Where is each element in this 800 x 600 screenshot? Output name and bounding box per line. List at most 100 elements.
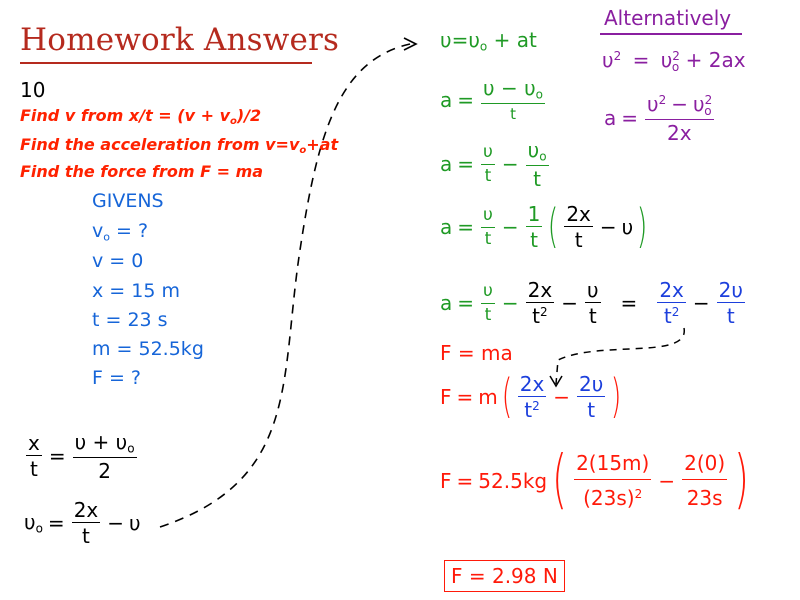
alternatively-underline [600, 33, 742, 35]
eq-text: 2x [71, 498, 101, 523]
eq-text: 2x [564, 202, 593, 227]
given-item-t: t = 23 s [92, 309, 168, 331]
eq-text: υ [24, 509, 36, 534]
eq-text: − [658, 468, 676, 493]
eq-text: υ [481, 143, 495, 165]
eq-text: + at [487, 28, 537, 52]
eq-sup: 2 [658, 93, 667, 107]
eq-text: = [456, 468, 474, 493]
eq-text: = [620, 291, 638, 316]
eq-text: = [457, 87, 475, 112]
eq-sup: 2 [671, 305, 680, 319]
eq-sub: o [704, 103, 712, 118]
given-item-x: x = 15 m [92, 280, 180, 302]
eq-text: t [532, 304, 541, 329]
eq-text: =υ [451, 28, 480, 52]
eq-sub: o [539, 149, 547, 164]
eq-text: υ [129, 511, 141, 535]
eq-text: − [553, 385, 571, 410]
eq-sub: o [535, 87, 543, 102]
equation-force-numeric: F=52.5kg ( 2(15m)(23s)2 − 2(0)23s ) [440, 443, 750, 517]
eq-text: 2 [98, 458, 111, 483]
eq-sup: 2 [540, 305, 548, 319]
eq-text: 2υ [716, 278, 745, 304]
eq-text: t [484, 228, 492, 249]
given-text: = ? [109, 220, 149, 242]
title-underline [20, 62, 312, 64]
final-answer-box: F = 2.98 N [444, 560, 565, 592]
eq-text: − [599, 215, 617, 239]
given-text: v [92, 220, 104, 242]
eq-text: t [524, 398, 533, 423]
eq-text: υ [660, 48, 673, 73]
eq-text: a [440, 152, 453, 177]
eq-text: υ [647, 92, 659, 117]
eq-text: t [510, 104, 516, 123]
eq-text: 2x [667, 120, 692, 145]
eq-text: υ [481, 282, 495, 304]
arrow-head-main [403, 37, 418, 51]
eq-sub: o [479, 39, 488, 54]
eq-text: − [107, 511, 125, 535]
eq-text: F [440, 468, 452, 493]
eq-text: 52.5kg [478, 468, 548, 493]
eq-sup: 2 [672, 49, 680, 63]
eq-text: − [561, 291, 578, 316]
instruction-sub: o [299, 145, 307, 156]
eq-text: = [457, 152, 475, 177]
eq-text: F [440, 385, 452, 410]
eq-text: a [440, 87, 453, 112]
eq-text: 2υ [577, 372, 606, 398]
eq-text: − [692, 291, 710, 316]
eq-text: υ [584, 278, 601, 304]
eq-sup: 2 [634, 487, 643, 502]
eq-text: (23s) [583, 486, 635, 511]
instruction-text: Find the force from F = ma [20, 162, 264, 181]
eq-text: υ − υ [483, 76, 536, 100]
eq-text: t [484, 304, 492, 325]
equation-accel-1: a= υ − υo t [440, 78, 547, 122]
eq-text: = [47, 511, 65, 535]
eq-text: t [484, 165, 492, 186]
eq-text: = [457, 291, 475, 316]
eq-text: υ [621, 215, 634, 239]
instruction-text: Find the acceleration from v=v [20, 135, 300, 154]
eq-text: 2x [517, 372, 547, 397]
eq-text: t [574, 228, 583, 252]
eq-text: + 2ax [679, 48, 746, 73]
eq-text: − [671, 92, 689, 117]
given-item-F: F = ? [92, 367, 142, 389]
final-answer: F = 2.98 N [444, 560, 565, 592]
eq-text: − [501, 152, 519, 177]
eq-text: 23s [686, 486, 723, 511]
eq-text: 2(15m) [574, 453, 652, 481]
eq-text: t [726, 304, 735, 329]
eq-text: x [26, 431, 42, 457]
eq-text: a [440, 215, 453, 239]
eq-text: a [604, 106, 617, 131]
eq-sub: o [671, 59, 680, 74]
given-sub: o [103, 230, 110, 244]
eq-text: t [82, 524, 90, 548]
instruction-text: +at [306, 135, 339, 154]
instruction-text: Find v from x/t = (v + v [20, 106, 230, 125]
eq-text: t [588, 304, 597, 329]
alternatively-heading: Alternatively [604, 6, 732, 30]
equation-alt-kinematic: υ2 = υ2o + 2ax [602, 50, 746, 73]
instruction-text: )/2 [236, 106, 262, 125]
given-item-m: m = 52.5kg [92, 338, 204, 360]
eq-text: t [30, 457, 38, 482]
eq-text: t [663, 304, 672, 329]
equation-kinematic: υ=υo + at [440, 30, 537, 53]
page-title: Homework Answers [20, 22, 340, 58]
eq-text: = [457, 215, 475, 239]
eq-text: = [632, 48, 650, 73]
eq-text: t [530, 228, 538, 252]
eq-text: t [533, 166, 542, 191]
